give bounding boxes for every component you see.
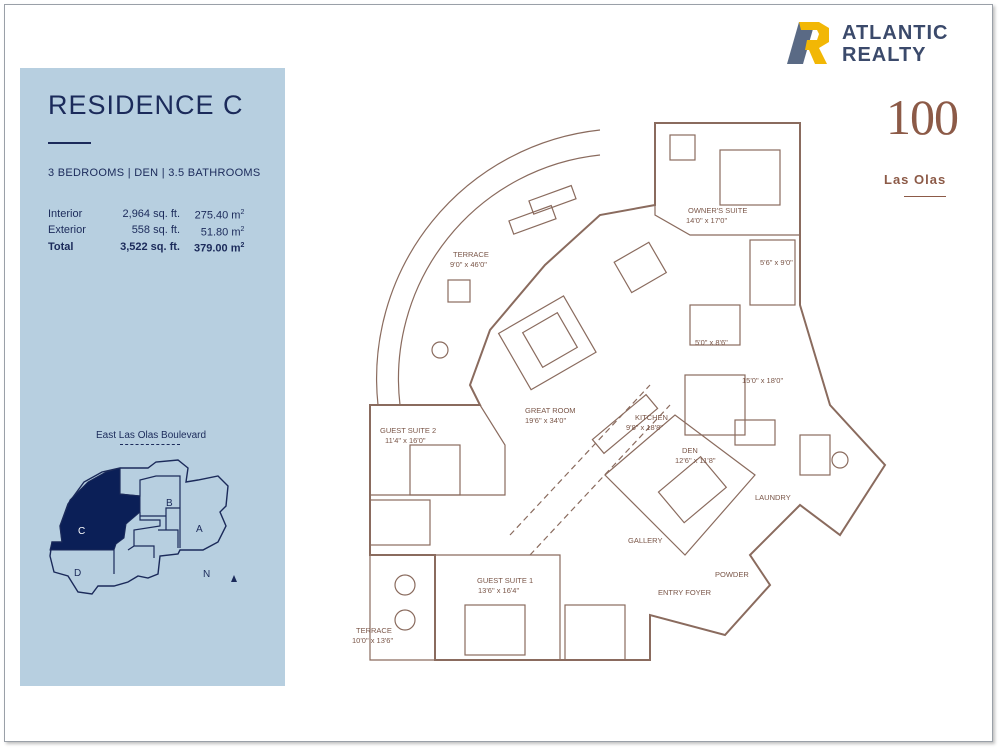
logo-line1: ATLANTIC xyxy=(842,22,949,44)
dims-closet-1: 5'6" x 9'0" xyxy=(760,258,793,267)
dims-terrace-top: 9'0" x 46'0" xyxy=(450,260,487,269)
area-label: Interior xyxy=(48,207,83,220)
label-terrace-top: TERRACE xyxy=(453,250,489,259)
terrace-chair-2 xyxy=(394,609,416,631)
area-table: Interior 2,964 sq. ft. 275.40 m2 Exterio… xyxy=(48,206,244,256)
unit-label-c: C xyxy=(78,526,85,537)
title-rule xyxy=(48,142,91,144)
dims-owners-bath: 15'0" x 18'0" xyxy=(742,376,783,385)
dims-closet-2: 5'0" x 8'6" xyxy=(695,338,728,347)
owners-suite-walls xyxy=(654,123,800,236)
unit-label-b: B xyxy=(166,498,173,509)
guest2-bed xyxy=(409,444,461,496)
dims-den: 12'6" x 11'8" xyxy=(675,456,716,465)
area-sqm: 275.40 m2 xyxy=(194,209,245,222)
label-guest1: GUEST SUITE 1 xyxy=(477,576,533,585)
lounger-1 xyxy=(528,184,577,215)
unit-dividers xyxy=(113,468,181,574)
area-row-total: Total 3,522 sq. ft. 379.00 m2 xyxy=(48,239,244,256)
bottom-terrace-walls xyxy=(369,555,435,661)
area-sqft: 2,964 sq. ft. xyxy=(122,207,180,220)
coffee-table xyxy=(521,311,579,369)
terrace-chair-1 xyxy=(394,574,416,596)
closet-2 xyxy=(689,304,741,346)
north-arrow-icon xyxy=(231,575,237,582)
great-room-sofa xyxy=(497,295,597,391)
area-row-interior: Interior 2,964 sq. ft. 275.40 m2 xyxy=(48,206,244,223)
label-den: DEN xyxy=(682,446,698,455)
street-label: East Las Olas Boulevard xyxy=(96,430,207,441)
closet-1 xyxy=(749,239,796,306)
owners-bath-shower xyxy=(684,374,746,436)
floor-plan: OWNER'S SUITE 14'0" x 17'0" TERRACE 9'0"… xyxy=(352,122,887,661)
label-great-room: GREAT ROOM xyxy=(525,406,576,415)
guest1-bath xyxy=(564,604,626,661)
logo-text: ATLANTIC REALTY xyxy=(842,22,949,66)
unit-c-highlight xyxy=(49,467,141,551)
atlantic-realty-logo-icon xyxy=(787,22,829,64)
owners-bed xyxy=(719,149,781,206)
dims-guest2: 11'4" x 16'0" xyxy=(385,436,426,445)
label-terrace-bottom: TERRACE xyxy=(356,626,392,635)
guest2-bath xyxy=(369,499,431,546)
area-row-exterior: Exterior 558 sq. ft. 51.80 m2 xyxy=(48,223,244,240)
dims-owners-suite: 14'0" x 17'0" xyxy=(686,216,727,225)
area-sqft: 558 sq. ft. xyxy=(131,224,180,237)
label-entry: ENTRY FOYER xyxy=(658,588,712,597)
unit-label-d: D xyxy=(74,568,81,579)
guest2-walls xyxy=(370,404,506,496)
guest1-bed xyxy=(464,604,526,656)
key-plan: B A C D xyxy=(49,459,237,595)
brand-name: Las Olas xyxy=(884,172,947,187)
terrace-arc xyxy=(376,129,601,406)
label-owners-suite: OWNER'S SUITE xyxy=(688,206,747,215)
label-guest2: GUEST SUITE 2 xyxy=(380,426,436,435)
brand-number: 100 xyxy=(886,89,959,145)
label-powder: POWDER xyxy=(715,570,749,579)
logo-line2: REALTY xyxy=(842,44,927,66)
lounger-2 xyxy=(508,204,557,235)
perimeter-walls xyxy=(369,122,887,661)
brand-rule xyxy=(904,196,946,197)
gallery-line-2 xyxy=(529,404,671,556)
guest1-walls xyxy=(435,554,561,660)
terrace-table xyxy=(447,279,471,303)
street-rule xyxy=(120,444,180,445)
dims-great-room: 19'6" x 34'0" xyxy=(525,416,566,425)
area-sqft: 3,522 sq. ft. xyxy=(120,241,180,254)
residence-title: RESIDENCE C xyxy=(48,90,244,120)
info-panel: RESIDENCE C 3 BEDROOMS | DEN | 3.5 BATHR… xyxy=(20,68,285,686)
owners-chair xyxy=(669,134,696,161)
area-sqm: 51.80 m2 xyxy=(200,225,245,239)
area-label: Total xyxy=(48,241,74,254)
residence-subtitle: 3 BEDROOMS | DEN | 3.5 BATHROOMS xyxy=(48,167,261,179)
planter xyxy=(431,341,449,359)
owners-tub xyxy=(734,419,776,446)
area-sqm: 379.00 m2 xyxy=(194,242,245,255)
label-laundry: LAUNDRY xyxy=(755,493,791,502)
label-kitchen: KITCHEN xyxy=(635,413,668,422)
north-label: N xyxy=(203,569,211,580)
laundry-unit xyxy=(799,434,831,476)
area-label: Exterior xyxy=(48,224,86,237)
label-gallery: GALLERY xyxy=(628,536,662,545)
gallery-line-1 xyxy=(509,384,651,536)
den-sofa xyxy=(657,455,728,524)
laundry-circle xyxy=(831,451,849,469)
dims-guest1: 13'6" x 16'4" xyxy=(478,586,519,595)
unit-label-a: A xyxy=(196,524,203,535)
den-walls xyxy=(604,414,756,556)
dining-table xyxy=(613,241,668,294)
dims-kitchen: 9'8" x 18'8" xyxy=(626,423,663,432)
dims-terrace-bottom: 10'0" x 13'6" xyxy=(352,636,393,645)
